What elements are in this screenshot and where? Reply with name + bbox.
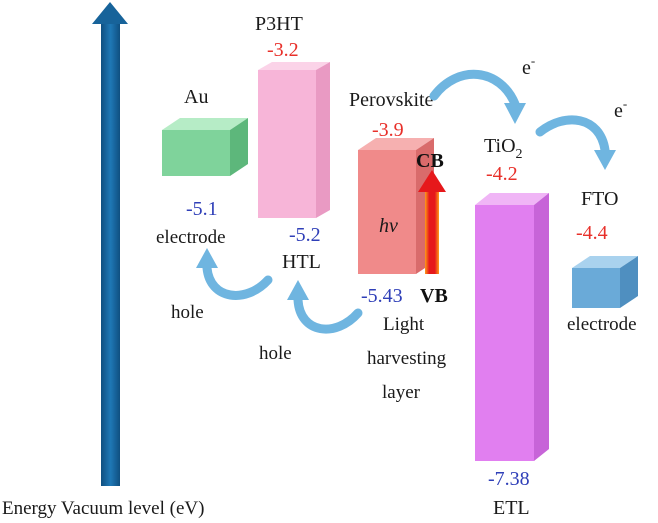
au-electrode-block — [162, 118, 248, 176]
etl-name: TiO2 — [484, 135, 523, 162]
au-role: electrode — [156, 227, 226, 248]
hole-transfer-arrow-2 — [287, 280, 363, 334]
photon-label: hν — [379, 215, 398, 237]
au-level: -5.1 — [186, 198, 218, 220]
vb-label: VB — [420, 285, 448, 307]
fto-level: -4.4 — [576, 222, 608, 244]
fto-role: electrode — [567, 314, 637, 335]
perovskite-role-line-2: harvesting — [367, 348, 447, 369]
hole-label-1: hole — [171, 302, 204, 323]
htl-bottom-level: -5.2 — [289, 224, 321, 246]
perovskite-name: Perovskite — [349, 89, 434, 111]
electron-label-1: e- — [522, 53, 535, 79]
etl-block — [475, 193, 549, 461]
perovskite-vb-level: -5.43 — [361, 285, 403, 307]
htl-top-level: -3.2 — [267, 39, 299, 61]
etl-role: ETL — [493, 497, 530, 519]
au-label: Au — [184, 86, 208, 108]
cb-label: CB — [416, 150, 444, 172]
vacuum-level-arrow — [92, 2, 128, 486]
fto-name: FTO — [581, 188, 618, 210]
htl-name: P3HT — [255, 13, 303, 35]
excitation-arrow — [418, 170, 446, 274]
electron-transfer-arrow-1 — [429, 69, 526, 124]
etl-top-level: -4.2 — [486, 163, 518, 185]
perovskite-cb-level: -3.9 — [372, 119, 404, 141]
electron-label-2: e- — [614, 96, 627, 122]
perovskite-role-line-3: layer — [382, 382, 421, 403]
axis-label: Energy Vacuum level (eV) — [2, 498, 204, 519]
electron-transfer-arrow-2 — [535, 115, 616, 170]
htl-block — [258, 62, 330, 218]
etl-bottom-level: -7.38 — [488, 468, 530, 490]
perovskite-role-line-1: Light — [383, 314, 425, 335]
hole-label-2: hole — [259, 343, 292, 364]
fto-electrode-block — [572, 256, 638, 308]
htl-role: HTL — [282, 251, 321, 273]
hole-transfer-arrow-1 — [196, 248, 273, 300]
